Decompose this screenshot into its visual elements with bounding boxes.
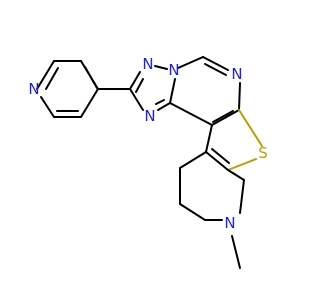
n-methyl-bond [231,235,241,269]
piperidine-ring [179,151,245,221]
thiophene-ring [205,109,263,171]
atom-s-thiophene: S [258,144,268,162]
atom-n-piperidine: N [224,214,235,232]
pyrimidine-ring [169,56,241,126]
atom-n-pyridine: N [28,80,39,98]
atom-n-pyrimidine: N [231,65,242,83]
molecule-structure: N N N N N S N [28,55,268,269]
triazole-ring [129,65,176,111]
pyridine-ring [36,60,99,118]
atom-n-triazole-bridge: N [168,61,179,79]
atom-n-triazole-bottom: N [144,107,155,125]
atom-n-triazole-top: N [142,55,153,73]
